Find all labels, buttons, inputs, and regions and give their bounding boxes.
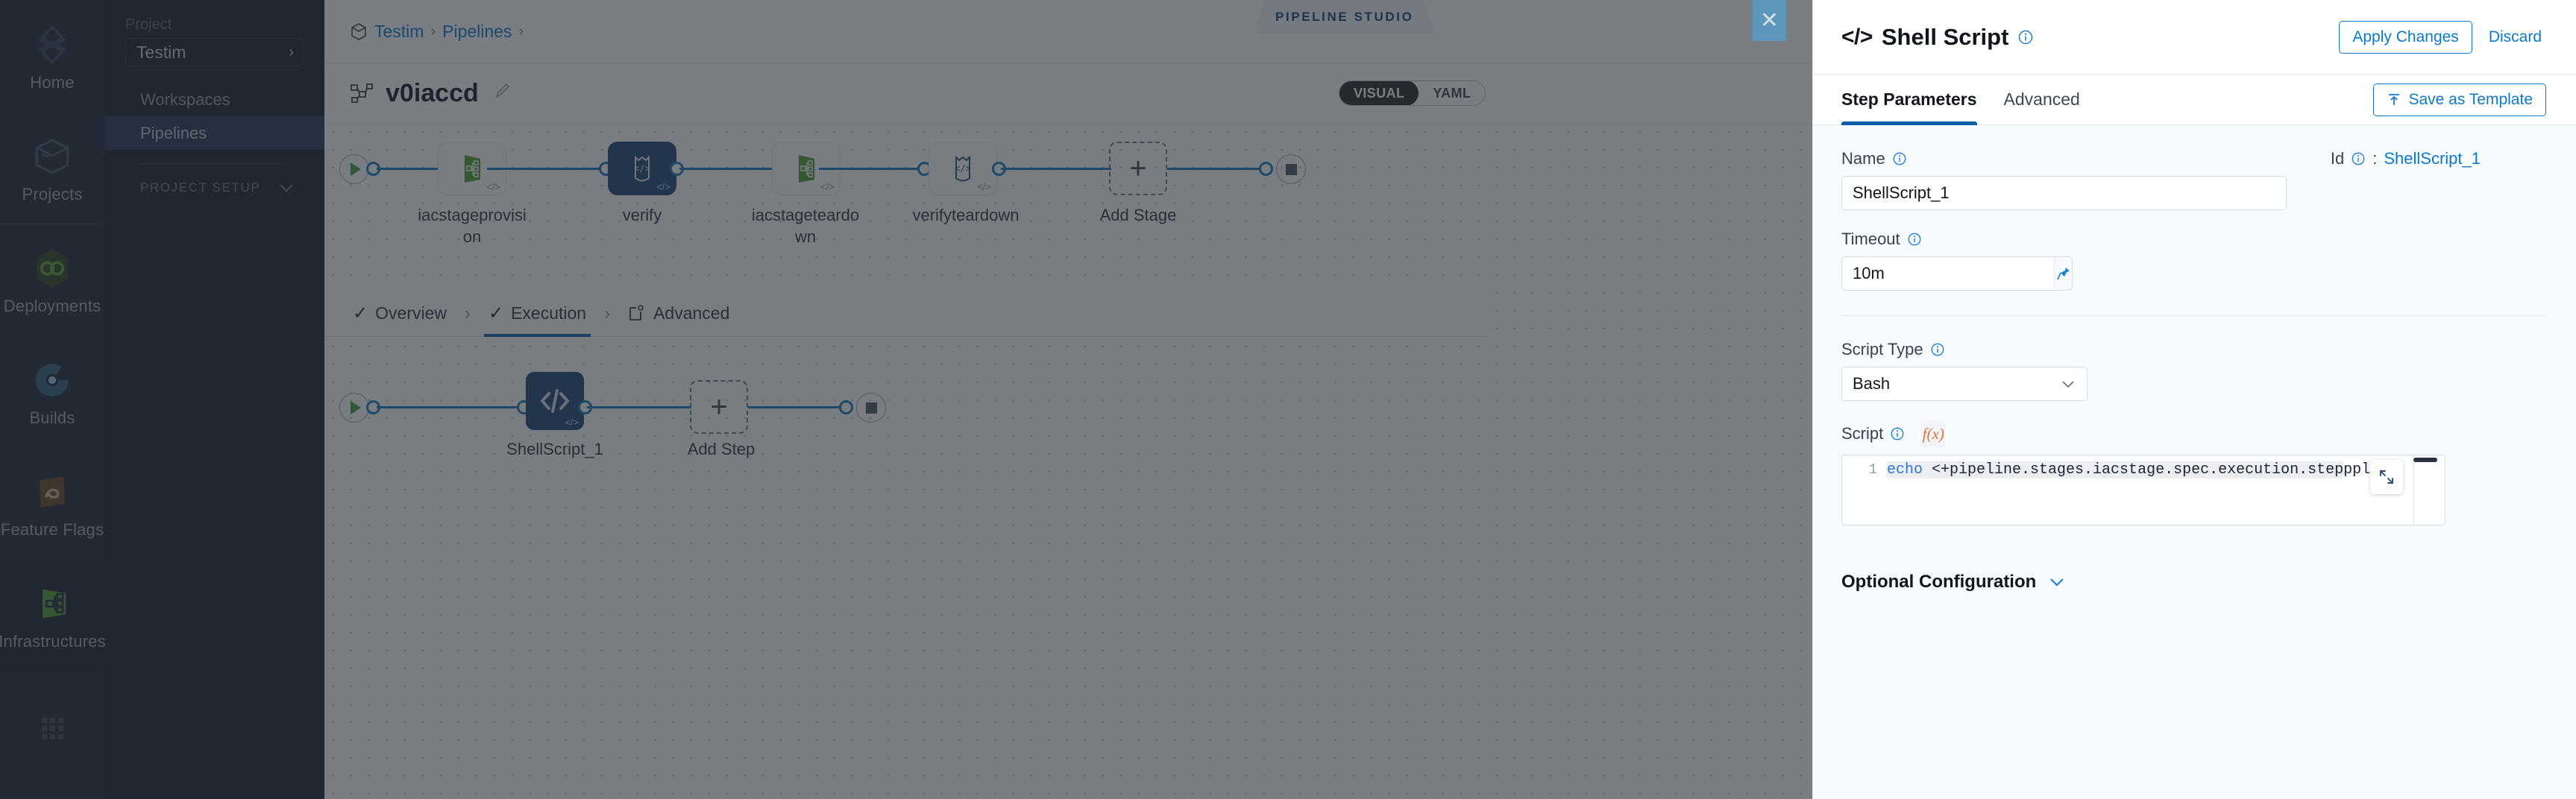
panel-body: Name Id : ShellScript_1 — [1813, 125, 2576, 799]
script-type-label-group: Script Type — [1841, 340, 2546, 359]
panel-tab-bar: Step Parameters Advanced Save as Templat… — [1813, 75, 2576, 125]
script-label-group: Script f(x) — [1841, 420, 2546, 447]
id-label: Id — [2330, 149, 2345, 168]
name-input[interactable] — [1841, 176, 2287, 210]
info-icon[interactable] — [1892, 151, 1907, 166]
info-icon[interactable] — [2351, 151, 2366, 166]
panel-header: </> Shell Script Apply Changes Discard — [1813, 0, 2576, 75]
script-type-value: Bash — [1853, 374, 1891, 393]
pin-runtime-input-button[interactable] — [2054, 256, 2073, 291]
code-tail: ppl — [2343, 461, 2371, 479]
script-code-editor[interactable]: 1 echo <+pipeline.stages.iacstage.spec.e… — [1841, 455, 2445, 525]
fx-icon: f(x) — [1922, 424, 1944, 443]
script-type-label: Script Type — [1841, 340, 1923, 359]
code-brackets-icon: </> — [1841, 24, 1873, 49]
optional-configuration-toggle[interactable]: Optional Configuration — [1841, 572, 2546, 593]
panel-title: Shell Script — [1881, 23, 2009, 50]
timeout-label-group: Timeout — [1841, 230, 2546, 249]
editor-vertical-rule — [2413, 455, 2414, 525]
chevron-down-icon — [2050, 578, 2064, 586]
step-config-panel: </> Shell Script Apply Changes Discard S… — [1812, 0, 2576, 799]
modal-backdrop[interactable] — [0, 0, 1812, 799]
editor-code-line[interactable]: echo <+pipeline.stages.iacstage.spec.exe… — [1887, 455, 2445, 525]
timeout-input[interactable] — [1841, 256, 2054, 291]
optional-configuration-label: Optional Configuration — [1841, 572, 2037, 592]
name-label: Name — [1841, 149, 1885, 168]
info-icon[interactable] — [1890, 426, 1905, 441]
name-label-group: Name — [1841, 149, 1907, 168]
upload-template-icon — [2389, 93, 2400, 105]
tab-panel-advanced[interactable]: Advanced — [2004, 75, 2080, 125]
section-divider — [1841, 315, 2546, 316]
close-panel-button[interactable]: ✕ — [1753, 0, 1786, 41]
close-icon: ✕ — [1759, 7, 1779, 33]
tab-step-parameters[interactable]: Step Parameters — [1841, 75, 1977, 125]
expression-fx-button[interactable]: f(x) — [1920, 420, 1947, 447]
expand-arrows-icon — [2380, 470, 2393, 484]
info-icon[interactable] — [1930, 342, 1945, 357]
code-keyword: echo — [1887, 461, 1923, 479]
expand-editor-button[interactable] — [2370, 460, 2403, 494]
name-id-row: Name Id : ShellScript_1 — [1841, 149, 2546, 176]
save-as-template-button[interactable]: Save as Template — [2373, 83, 2546, 116]
info-icon[interactable] — [1907, 232, 1922, 247]
id-separator: : — [2372, 149, 2378, 168]
apply-changes-button[interactable]: Apply Changes — [2339, 20, 2472, 54]
id-row: Id : ShellScript_1 — [2331, 149, 2481, 168]
editor-scrollbar[interactable] — [2413, 458, 2437, 462]
id-value: ShellScript_1 — [2384, 149, 2481, 168]
code-body: <+pipeline.stages.iacstage.spec.executio… — [1923, 461, 2344, 479]
info-icon[interactable] — [2017, 29, 2034, 45]
save-as-template-label: Save as Template — [2408, 90, 2533, 108]
timeout-label: Timeout — [1841, 230, 1900, 248]
tab-label: Step Parameters — [1841, 89, 1977, 109]
script-type-select[interactable]: Bash — [1841, 367, 2087, 401]
editor-gutter: 1 — [1868, 461, 1877, 478]
pin-icon — [2056, 268, 2070, 280]
discard-button[interactable]: Discard — [2472, 28, 2546, 46]
timeout-field — [1841, 256, 2073, 291]
script-label: Script — [1841, 424, 1884, 443]
tab-label: Advanced — [2003, 89, 2080, 109]
panel-title-group: </> Shell Script — [1841, 24, 2034, 51]
chevron-down-icon — [2062, 381, 2074, 388]
